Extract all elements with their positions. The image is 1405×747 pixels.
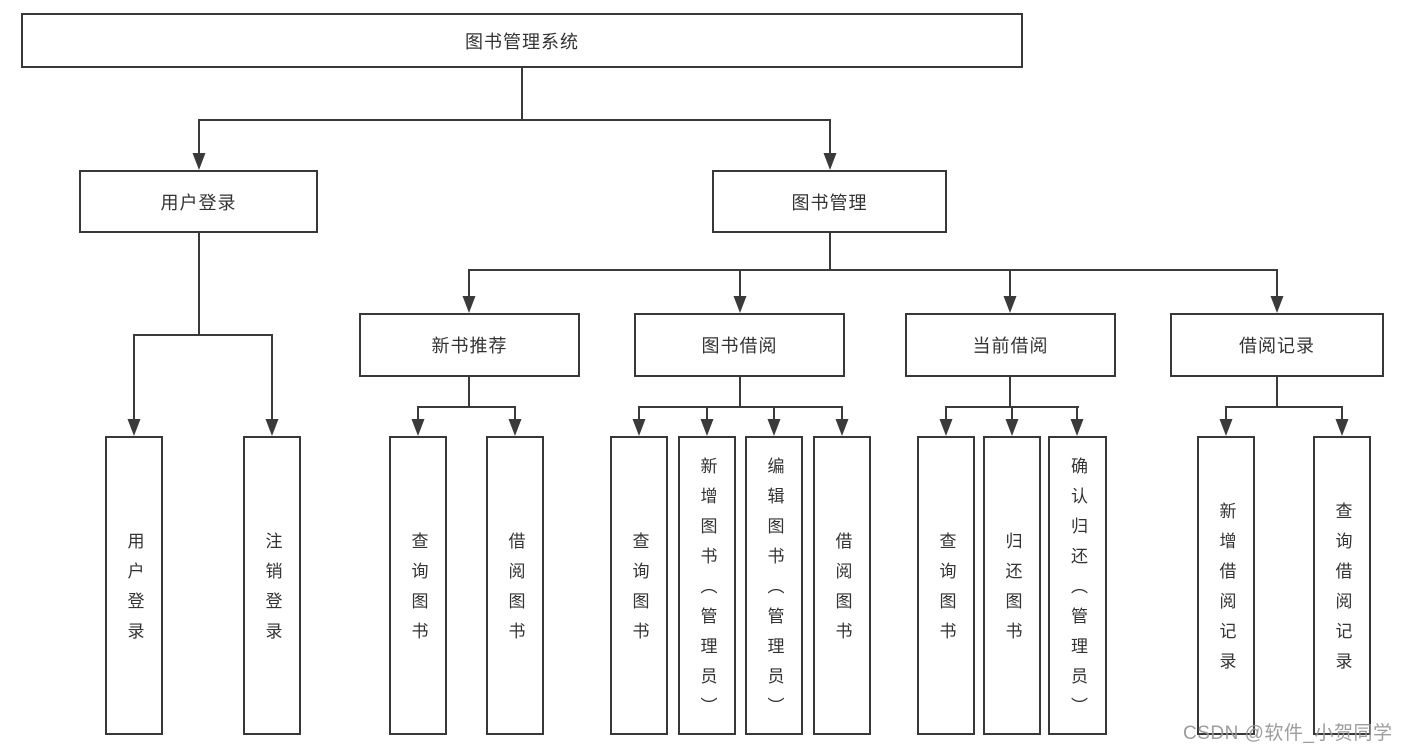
leaf-confirm-return-admin: 确认归还（管理员）	[1048, 436, 1107, 735]
node-book-mgmt: 图书管理	[712, 170, 947, 233]
node-book-borrow: 图书借阅	[634, 313, 845, 377]
node-user-login-label: 用户登录	[160, 192, 237, 213]
leaf-edit-book-admin-label: 编辑图书（管理员）	[764, 457, 784, 727]
leaf-borrow-book-label: 借阅图书	[832, 532, 852, 652]
node-user-login: 用户登录	[79, 170, 318, 233]
leaf-add-borrow-record-label: 新增借阅记录	[1216, 502, 1236, 682]
node-borrow-record: 借阅记录	[1170, 313, 1384, 377]
node-current-borrow-label: 当前借阅	[972, 336, 1049, 356]
connector-book-borrow-to-leaves	[632, 377, 849, 436]
leaf-current-query-book: 查询图书	[917, 436, 975, 735]
leaf-user-login-label: 用户登录	[124, 532, 144, 652]
leaf-confirm-return-admin-label: 确认归还（管理员）	[1068, 457, 1087, 727]
node-borrow-record-label: 借阅记录	[1239, 336, 1315, 356]
leaf-logout-label: 注销登录	[262, 532, 282, 652]
leaf-query-borrow-record: 查询借阅记录	[1313, 436, 1371, 735]
leaf-query-borrow-record-label: 查询借阅记录	[1332, 502, 1352, 682]
leaf-user-login: 用户登录	[105, 436, 163, 735]
leaf-borrow-query-book: 查询图书	[610, 436, 668, 735]
connector-user-login-to-leaves	[127, 233, 279, 436]
node-new-book-rec: 新书推荐	[359, 313, 580, 377]
connector-root-to-level2	[192, 68, 837, 170]
leaf-borrow-query-book-label: 查询图书	[629, 532, 649, 652]
node-new-book-rec-label: 新书推荐	[431, 336, 508, 356]
watermark-text: CSDN @软件_小贺同学	[1183, 723, 1393, 744]
leaf-newrec-borrow-book-label: 借阅图书	[505, 532, 525, 652]
leaf-edit-book-admin: 编辑图书（管理员）	[745, 436, 803, 735]
node-root: 图书管理系统	[21, 13, 1023, 68]
leaf-add-book-admin: 新增图书（管理员）	[678, 436, 736, 735]
leaf-current-query-book-label: 查询图书	[936, 532, 956, 652]
connector-borrow-record-to-leaves	[1219, 377, 1349, 436]
node-root-label: 图书管理系统	[465, 31, 579, 52]
connector-current-borrow-to-leaves	[939, 377, 1084, 436]
node-book-mgmt-label: 图书管理	[791, 192, 868, 213]
leaf-add-book-admin-label: 新增图书（管理员）	[697, 457, 717, 727]
leaf-return-book-label: 归还图书	[1002, 532, 1022, 652]
leaf-logout: 注销登录	[243, 436, 301, 735]
connector-book-mgmt-to-level3	[462, 233, 1284, 313]
leaf-return-book: 归还图书	[983, 436, 1041, 735]
connector-new-book-to-leaves	[411, 377, 522, 436]
leaf-add-borrow-record: 新增借阅记录	[1197, 436, 1255, 735]
leaf-newrec-query-book-label: 查询图书	[408, 532, 428, 652]
node-current-borrow: 当前借阅	[905, 313, 1116, 377]
node-book-borrow-label: 图书借阅	[701, 336, 778, 356]
leaf-borrow-book: 借阅图书	[813, 436, 871, 735]
leaf-newrec-query-book: 查询图书	[389, 436, 447, 735]
leaf-newrec-borrow-book: 借阅图书	[486, 436, 544, 735]
